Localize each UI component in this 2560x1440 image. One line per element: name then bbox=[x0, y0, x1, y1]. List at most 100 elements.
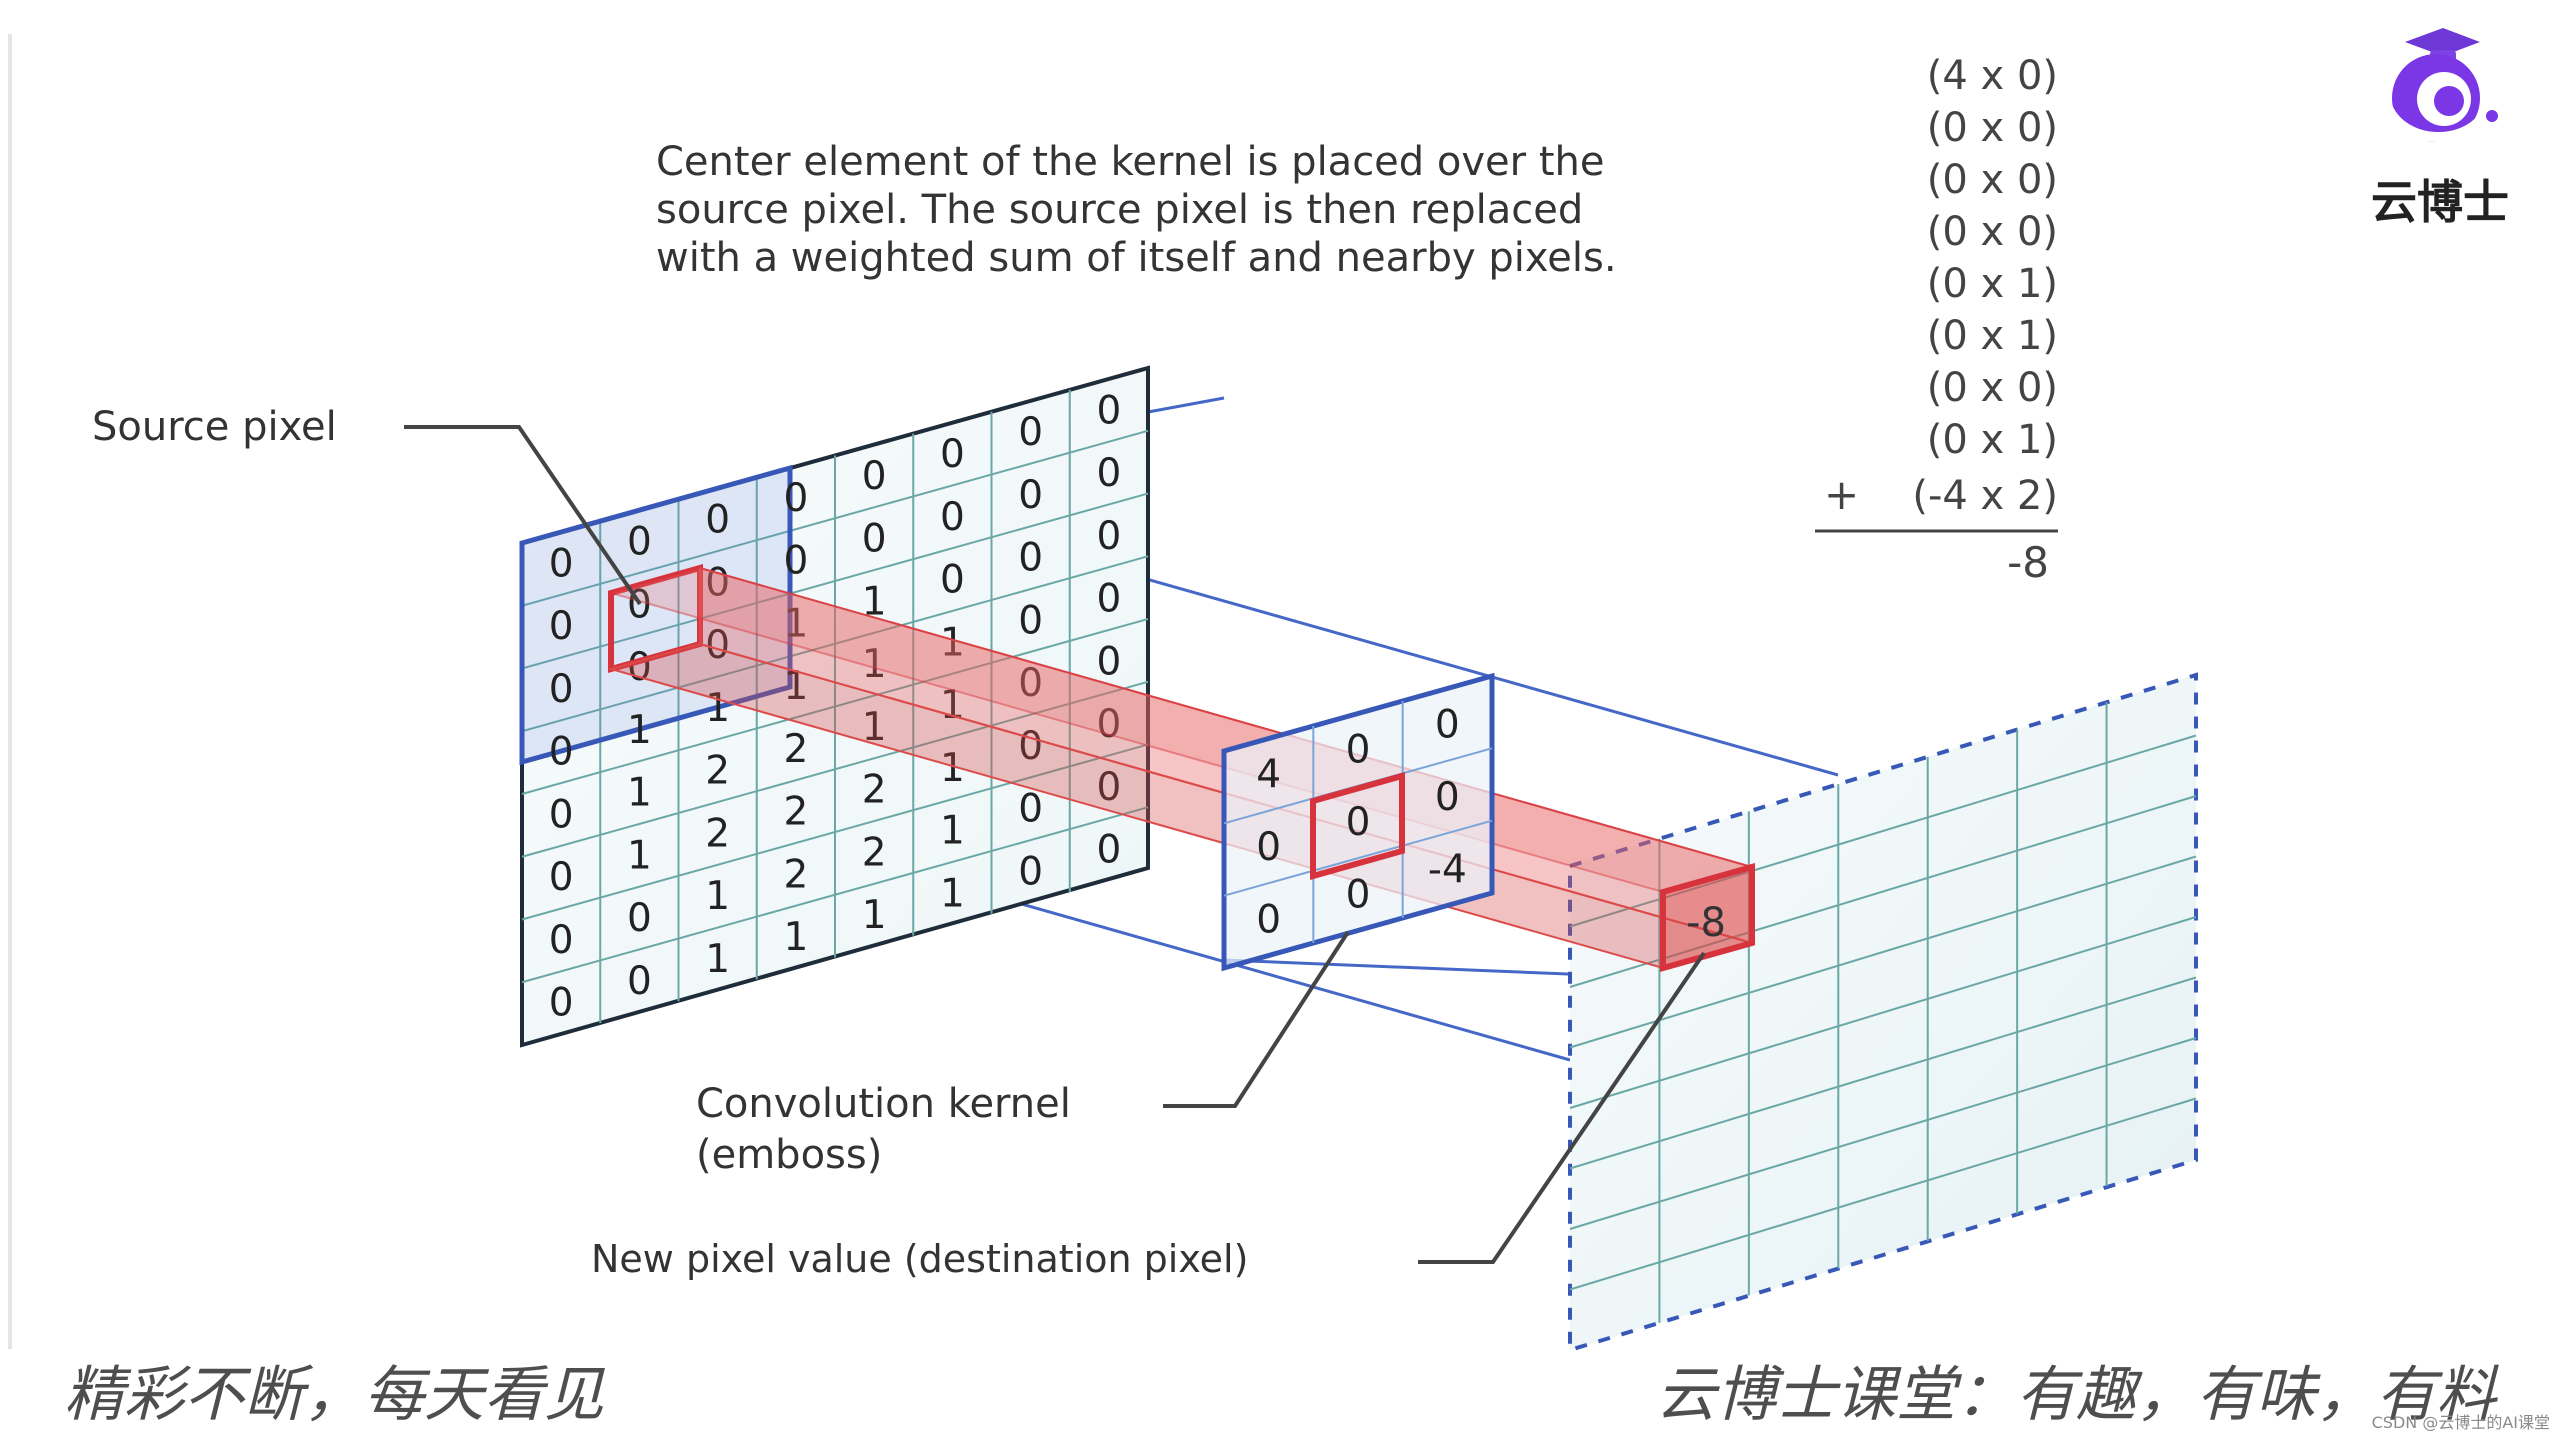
source-grid-row-line bbox=[521, 429, 1149, 607]
calc-term-7: (0 x 0) bbox=[1927, 365, 2058, 411]
calc-term-4: (0 x 0) bbox=[1927, 209, 2058, 255]
source-grid-value: 0 bbox=[549, 981, 574, 1026]
calc-term-6: (0 x 1) bbox=[1927, 313, 2058, 359]
description-line-2: source pixel. The source pixel is then r… bbox=[656, 187, 1583, 233]
source-grid-value: 1 bbox=[627, 771, 652, 816]
calc-plus-sign: + bbox=[1824, 470, 1859, 519]
destination-cells bbox=[1569, 702, 2197, 1323]
source-pixel-pointer bbox=[404, 425, 642, 606]
source-grid-value: 0 bbox=[1018, 724, 1043, 769]
kernel-label-line-1: Convolution kernel bbox=[696, 1081, 1071, 1127]
destination-grid-row-line bbox=[1569, 734, 2197, 928]
source-callout: Source pixel bbox=[92, 404, 642, 606]
destination-grid-row-line bbox=[1569, 976, 2197, 1170]
kernel-value: 0 bbox=[1256, 825, 1281, 870]
source-grid-value: 0 bbox=[549, 918, 574, 963]
footer-left-slogan: 精彩不断，每天看见 bbox=[64, 1360, 605, 1430]
source-grid-value: 0 bbox=[1018, 598, 1043, 643]
source-grid-value: 1 bbox=[627, 708, 652, 753]
source-grid-value: 0 bbox=[1018, 661, 1043, 706]
destination-grid-row-line bbox=[1569, 855, 2197, 1049]
source-grid-value: 0 bbox=[549, 604, 574, 649]
destination-pixel-pointer bbox=[1418, 951, 1706, 1264]
destination-pixel-label: New pixel value (destination pixel) bbox=[591, 1237, 1248, 1281]
source-grid-value: 0 bbox=[627, 896, 652, 941]
source-grid-value: 1 bbox=[783, 601, 808, 646]
destination-grid bbox=[1568, 672, 2198, 1353]
source-grid-value: 0 bbox=[627, 520, 652, 565]
kernel-value: -4 bbox=[1428, 847, 1467, 892]
brand-logo: 云博士 bbox=[2371, 28, 2509, 229]
source-grid-value: 0 bbox=[862, 454, 887, 499]
brand-logo-text: 云博士 bbox=[2371, 175, 2509, 229]
destination-grid-row-line bbox=[1569, 1037, 2197, 1230]
source-grid-value: 0 bbox=[627, 645, 652, 690]
source-grid-value: 0 bbox=[1096, 514, 1121, 559]
logo-ring-core-icon bbox=[2434, 86, 2464, 116]
kernel-pointer bbox=[1163, 930, 1350, 1108]
calculation-block: (4 x 0) (0 x 0) (0 x 0) (0 x 0) (0 x 1) … bbox=[1815, 53, 2058, 587]
destination-grid-row-line bbox=[1569, 916, 2197, 1109]
calc-term-8: (0 x 1) bbox=[1927, 417, 2058, 463]
source-grid-lines bbox=[521, 389, 1149, 1024]
source-grid-value: 2 bbox=[783, 790, 808, 835]
footer-right-slogan: 云博士课堂：有趣，有味，有料 bbox=[1656, 1360, 2499, 1430]
source-grid-value: 0 bbox=[1018, 410, 1043, 455]
source-grid-row-line bbox=[521, 618, 1149, 795]
kernel-value: 0 bbox=[1346, 728, 1371, 773]
kernel-value: 4 bbox=[1256, 753, 1281, 798]
kernel-center-highlight bbox=[1310, 772, 1405, 880]
calc-term-3: (0 x 0) bbox=[1927, 157, 2058, 203]
kernel-value: 0 bbox=[1346, 872, 1371, 917]
source-grid-value: 1 bbox=[940, 683, 965, 728]
source-grid-value: 0 bbox=[783, 476, 808, 521]
source-grid-value: 0 bbox=[549, 667, 574, 712]
source-grid-row-line bbox=[521, 680, 1149, 858]
destination-pixel-highlight bbox=[1660, 863, 1755, 972]
kernel-value: 0 bbox=[1435, 703, 1460, 748]
source-grid: 0000000000000000000110000111110001221100… bbox=[519, 365, 1150, 1048]
source-grid-value: 1 bbox=[862, 893, 887, 938]
source-grid-value: 0 bbox=[549, 541, 574, 586]
source-pixel-label: Source pixel bbox=[92, 404, 337, 450]
source-grid-value: 0 bbox=[940, 432, 965, 477]
source-grid-value: 1 bbox=[627, 833, 652, 878]
kernel-callout: Convolution kernel (emboss) bbox=[696, 930, 1350, 1178]
logo-wave-icon bbox=[2383, 105, 2487, 142]
source-grid-value: 2 bbox=[705, 749, 730, 794]
source-grid-value: 1 bbox=[705, 686, 730, 731]
source-grid-value: 2 bbox=[862, 830, 887, 875]
destination-grid-row-line bbox=[1569, 1097, 2197, 1291]
kernel-label-line-2: (emboss) bbox=[696, 1132, 882, 1178]
source-grid-value: 2 bbox=[862, 768, 887, 813]
source-grid-value: 0 bbox=[1096, 828, 1121, 873]
source-grid-value: 0 bbox=[549, 730, 574, 775]
source-grid-value: 1 bbox=[705, 937, 730, 982]
source-grid-value: 2 bbox=[783, 727, 808, 772]
source-window bbox=[519, 464, 793, 766]
destination-pixel-value: -8 bbox=[1686, 900, 1726, 946]
calc-term-2: (0 x 0) bbox=[1927, 105, 2058, 151]
description-line-3: with a weighted sum of itself and nearby… bbox=[656, 235, 1617, 281]
source-grid-value: 0 bbox=[705, 560, 730, 605]
source-grid-value: 1 bbox=[940, 871, 965, 916]
source-grid-value: 0 bbox=[862, 517, 887, 562]
calc-term-9: (-4 x 2) bbox=[1912, 473, 2058, 519]
source-grid-row-line bbox=[521, 806, 1149, 984]
source-grid-value: 0 bbox=[1096, 451, 1121, 496]
source-grid-row-line bbox=[521, 555, 1149, 733]
calc-result: -8 bbox=[2007, 538, 2049, 587]
kernel-grid-row-line bbox=[1223, 819, 1493, 897]
source-grid-value: 0 bbox=[1096, 577, 1121, 622]
source-grid-value: 0 bbox=[1096, 765, 1121, 810]
source-grid-value: 2 bbox=[705, 811, 730, 856]
kernel-value: 0 bbox=[1435, 775, 1460, 820]
source-grid-row-line bbox=[521, 743, 1149, 921]
graduation-cap-icon bbox=[2405, 28, 2480, 56]
source-grid-row-line bbox=[521, 492, 1149, 670]
logo-dot-icon bbox=[2486, 110, 2498, 122]
